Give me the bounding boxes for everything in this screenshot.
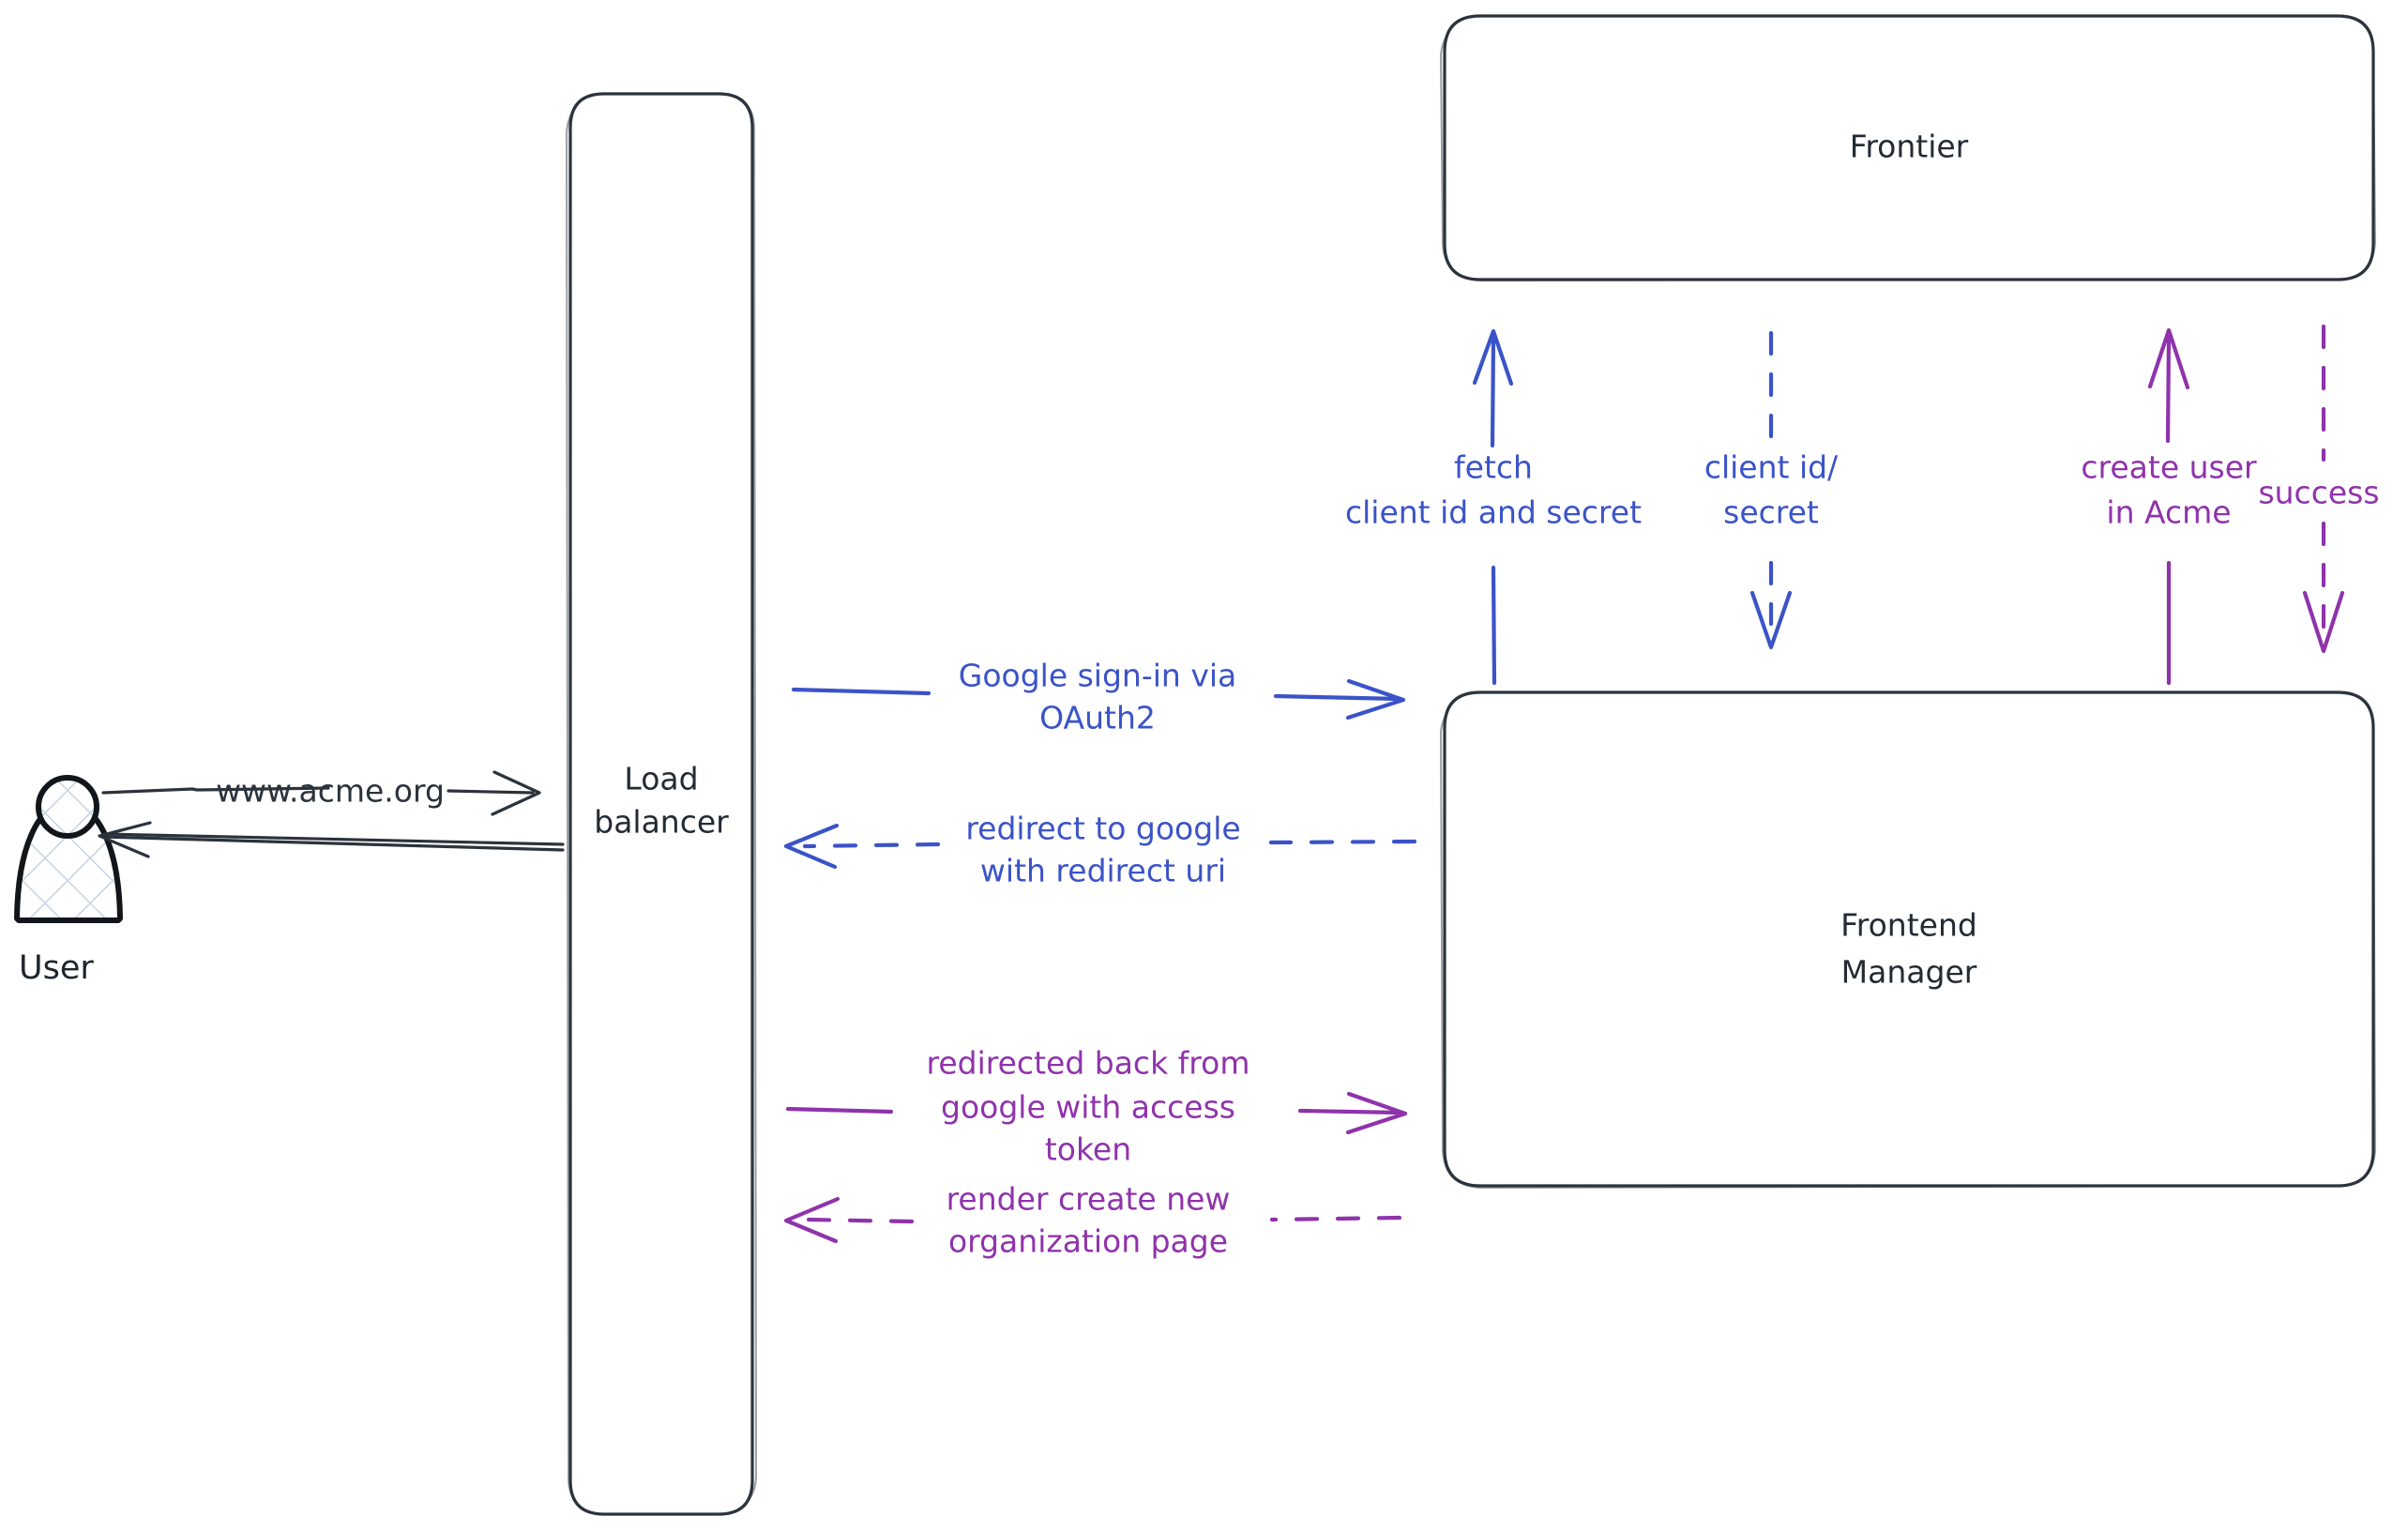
edge-user-to-lb-arrowhead: [491, 770, 541, 816]
actor-user: User: [14, 775, 123, 987]
load-balancer-label-line2: balancer: [594, 804, 729, 841]
edge-frontier-to-fm-success-label: success: [2258, 475, 2379, 511]
edge-frontier-to-fm-success: success: [2258, 324, 2380, 654]
frontend-manager-label-line2: Manager: [1841, 954, 1977, 991]
load-balancer-shape: [568, 92, 754, 1516]
edge-fm-to-lb-render: render create new organization page: [783, 1181, 1402, 1260]
actor-label-user: User: [19, 949, 94, 987]
edge-fm-to-frontier-fetch-line-bottom: [1491, 565, 1497, 686]
edge-fm-to-frontier-create-user-arrowhead: [2147, 327, 2190, 390]
edge-fm-to-frontier-fetch-line-top: [1490, 335, 1496, 448]
edge-fm-to-frontier-create-user-label-line1: create user: [2081, 449, 2257, 486]
edge-fm-to-frontier-fetch-label-line1: fetch: [1454, 449, 1533, 486]
avatar-head: [36, 775, 99, 839]
edge-user-to-lb: www.acme.org: [101, 770, 541, 816]
avatar-head-fill: [38, 778, 97, 836]
load-balancer-label-line1: Load: [624, 761, 698, 797]
edge-fm-to-lb-redirect-label-line1: redirect to google: [965, 811, 1240, 847]
edge-lb-to-fm-token-label-line1: redirected back from: [927, 1045, 1250, 1082]
edge-lb-to-fm-signin: Google sign-in via OAuth2: [791, 658, 1406, 736]
edge-fm-to-lb-render-line-left: [804, 1217, 915, 1224]
avatar-body: [17, 804, 119, 919]
frontier-shape: [1443, 14, 2375, 281]
edge-user-to-lb-line: [101, 786, 330, 795]
edge-lb-to-fm-signin-label-line1: Google sign-in via: [959, 658, 1236, 694]
edge-lb-to-fm-signin-line-left: [791, 687, 931, 696]
frontend-manager-label-line1: Frontend: [1840, 907, 1977, 944]
edge-frontier-to-fm-creds-arrowhead: [1749, 590, 1793, 650]
edge-frontier-to-fm-creds-label-line1: client id/: [1704, 449, 1839, 486]
edge-fm-to-lb-redirect-arrowhead: [783, 823, 840, 870]
node-load-balancer[interactable]: Load balancer: [565, 92, 758, 1516]
edge-fm-to-lb-redirect-label-line2: with redirect uri: [980, 853, 1226, 889]
frontend-manager-shape: [1443, 690, 2375, 1188]
edge-fm-to-lb-redirect-line-left: [802, 842, 941, 849]
edge-fm-to-lb-render-label-line2: organization page: [948, 1223, 1228, 1260]
edge-fm-to-lb-render-line-right: [1269, 1215, 1402, 1222]
edge-fm-to-frontier-fetch-label-line2: client id and secret: [1345, 494, 1642, 531]
edge-fm-to-lb-render-label-line1: render create new: [947, 1181, 1231, 1218]
edge-user-to-lb-label: www.acme.org: [216, 773, 445, 810]
edge-lb-to-fm-signin-label-line2: OAuth2: [1039, 700, 1156, 736]
edge-lb-to-user-line-b: [103, 832, 565, 846]
edge-lb-to-fm-token-line-right: [1297, 1108, 1402, 1115]
edge-lb-to-fm-signin-line-right: [1273, 693, 1402, 702]
edge-fm-to-frontier-create-user-label-line2: in Acme: [2106, 494, 2231, 531]
edge-lb-to-fm-token-label-line2: google with access: [941, 1089, 1235, 1126]
edge-lb-to-fm-signin-arrowhead: [1345, 678, 1406, 720]
node-frontend-manager[interactable]: Frontend Manager: [1439, 690, 2377, 1190]
edge-frontier-to-fm-creds: client id/ secret: [1704, 330, 1839, 650]
edge-lb-to-fm-token: redirected back from google with access …: [785, 1045, 1408, 1168]
edge-fm-to-frontier-create-user: create user in Acme: [2081, 327, 2257, 686]
edge-lb-to-fm-token-label-line3: token: [1045, 1131, 1131, 1168]
edge-user-to-lb-line-b: [447, 789, 535, 795]
edge-lb-to-fm-token-arrowhead: [1345, 1091, 1408, 1135]
edge-fm-to-lb-render-arrowhead: [783, 1196, 841, 1244]
edge-lb-to-user-arrowhead: [98, 821, 152, 858]
edge-fm-to-frontier-fetch: fetch client id and secret: [1345, 328, 1642, 686]
edge-fm-to-frontier-create-user-line-top: [2165, 333, 2172, 444]
edge-lb-to-fm-token-line-left: [785, 1106, 894, 1115]
node-frontier[interactable]: Frontier: [1439, 14, 2377, 282]
frontier-label: Frontier: [1850, 129, 1969, 165]
edge-fm-to-lb-redirect: redirect to google with redirect uri: [783, 811, 1417, 889]
edge-fm-to-frontier-fetch-arrowhead: [1472, 328, 1514, 387]
edge-lb-to-user: [98, 821, 565, 858]
edge-lb-to-user-line: [101, 835, 565, 852]
edge-frontier-to-fm-creds-label-line2: secret: [1723, 494, 1819, 531]
edge-frontier-to-fm-success-arrowhead: [2302, 590, 2345, 654]
